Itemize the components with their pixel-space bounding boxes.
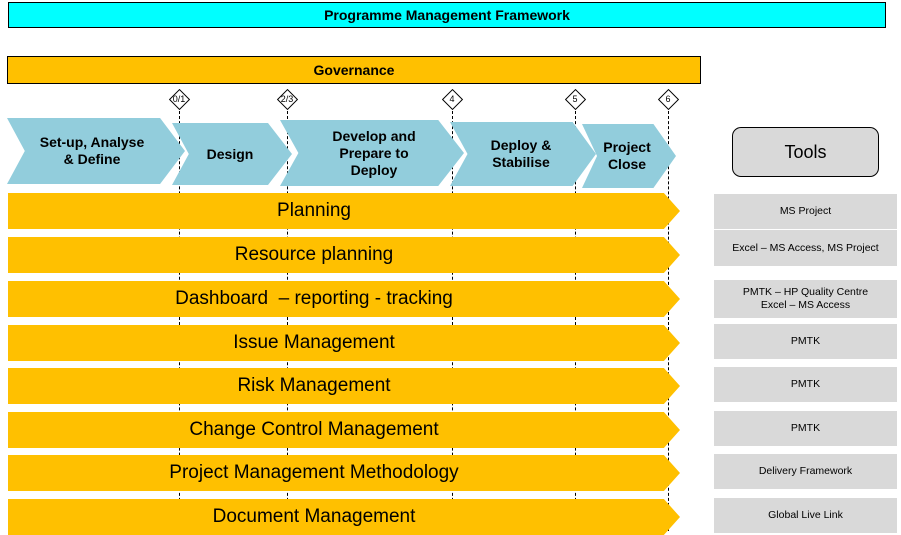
tool-issue-management: PMTK xyxy=(714,324,897,359)
workstream-dashboard: Dashboard – reporting - tracking xyxy=(8,281,680,317)
milestone-label-0-1: 0/1 xyxy=(172,94,186,104)
workstream-document-management: Document Management xyxy=(8,499,680,535)
tool-pm-methodology: Delivery Framework xyxy=(714,454,897,489)
workstream-pm-methodology: Project Management Methodology xyxy=(8,455,680,491)
phase-project-close: Project Close xyxy=(582,124,676,188)
phase-setup-analyse-define: Set-up, Analyse & Define xyxy=(7,118,185,184)
milestone-line-2-3 xyxy=(287,106,288,531)
workstream-issue-management: Issue Management xyxy=(8,325,680,361)
tool-dashboard: PMTK – HP Quality Centre Excel – MS Acce… xyxy=(714,280,897,318)
phase-label: Set-up, Analyse & Define xyxy=(39,134,145,167)
workstream-risk-management: Risk Management xyxy=(8,368,680,404)
tool-document-management: Global Live Link xyxy=(714,498,897,533)
phase-deploy-stabilise: Deploy & Stabilise xyxy=(450,122,596,186)
phase-design: Design xyxy=(172,123,292,185)
workstream-planning: Planning xyxy=(8,193,680,229)
milestone-line-6 xyxy=(668,106,669,531)
phase-develop-prepare-deploy: Develop and Prepare to Deploy xyxy=(280,120,464,186)
workstream-resource-planning: Resource planning xyxy=(8,237,680,273)
tool-planning: MS Project xyxy=(714,194,897,229)
milestone-line-0-1 xyxy=(179,106,180,531)
governance-bar: Governance xyxy=(7,56,701,84)
tool-resource-planning: Excel – MS Access, MS Project xyxy=(714,230,897,266)
phase-label: Design xyxy=(206,145,254,162)
phase-label: Develop and Prepare to Deploy xyxy=(332,127,416,178)
tool-change-control: PMTK xyxy=(714,411,897,446)
milestone-label-5: 5 xyxy=(572,94,578,104)
milestone-label-6: 6 xyxy=(665,94,671,104)
milestone-line-4 xyxy=(452,106,453,531)
workstream-change-control: Change Control Management xyxy=(8,412,680,448)
phase-label: Project Close xyxy=(603,139,651,172)
milestone-line-5 xyxy=(575,106,576,531)
page-title: Programme Management Framework xyxy=(8,2,886,28)
milestone-label-2-3: 2/3 xyxy=(280,94,294,104)
phase-label: Deploy & Stabilise xyxy=(490,137,552,170)
tools-header: Tools xyxy=(732,127,879,177)
milestone-label-4: 4 xyxy=(449,94,455,104)
tool-risk-management: PMTK xyxy=(714,367,897,402)
